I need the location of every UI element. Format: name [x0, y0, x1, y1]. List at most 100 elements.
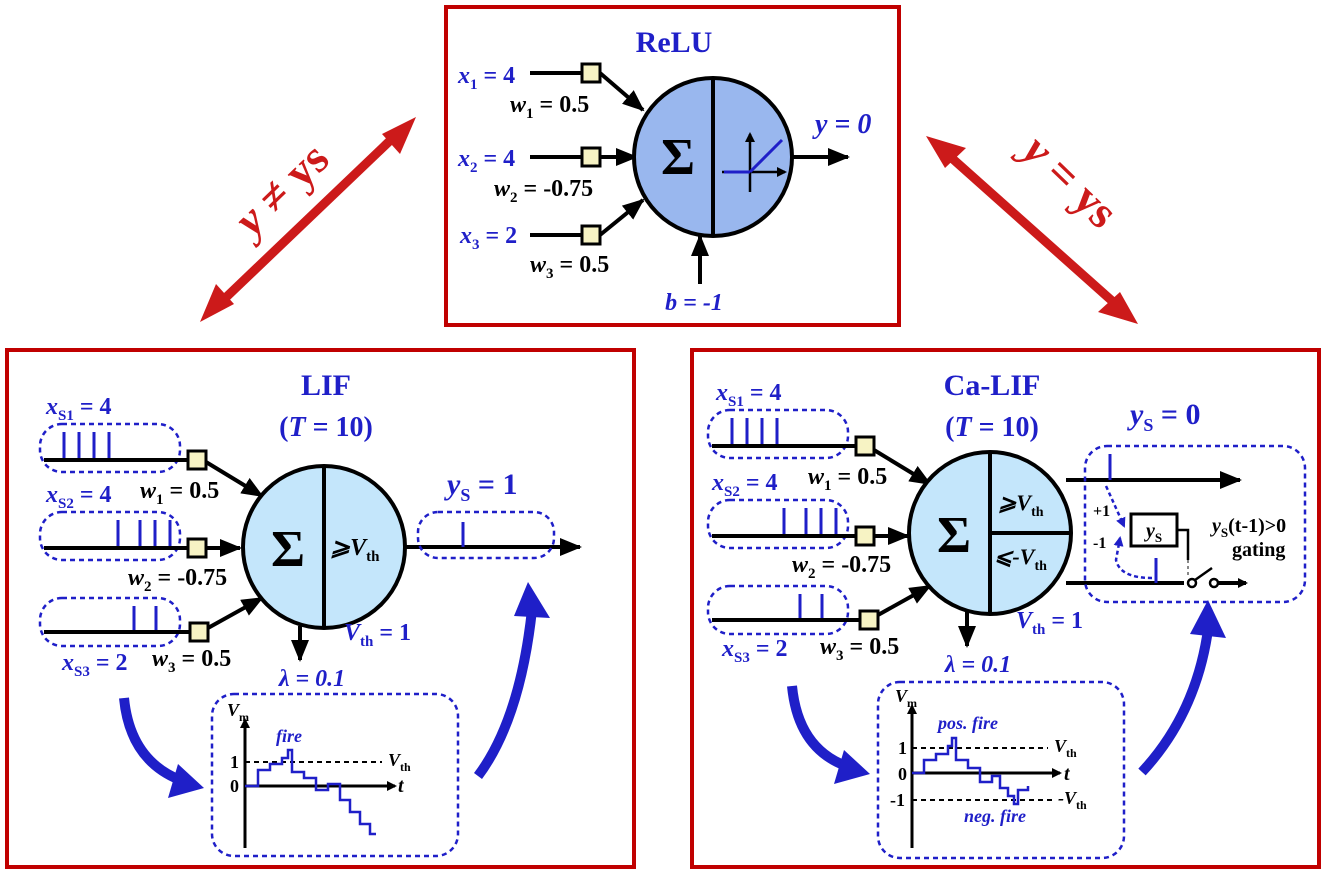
lif-spikes-3 [132, 606, 158, 632]
calif-xs3-label: xS3 = 2 [721, 636, 788, 666]
calif-xs1-label: xS1 = 4 [715, 380, 782, 410]
lif-w2-box [186, 537, 208, 559]
calif-state-box-label: yS [1144, 520, 1162, 545]
lif-plot-ylabel: Vm [227, 700, 249, 724]
lif-title: LIF [301, 369, 351, 402]
calif-spikes-2 [782, 508, 838, 536]
calif-gate-switch [1186, 566, 1220, 589]
calif-spikes-3 [798, 594, 824, 620]
relu-w1-box [580, 62, 602, 84]
lif-sigma-symbol: Σ [271, 521, 305, 578]
relu-w1-label: w1 = 0.5 [510, 92, 589, 122]
lif-spike-train-1 [38, 422, 182, 474]
calif-w2-box [854, 525, 876, 547]
lif-membrane-trace [245, 748, 376, 836]
calif-curved-arrow-out [1138, 629, 1213, 776]
relu-panel: ReLU x1 = 4 w1 = 0.5 x2 = 4 w2 = -0.75 x… [444, 5, 901, 327]
lif-plot-xlabel: t [398, 775, 405, 797]
calif-curved-arrow-in-head [834, 750, 870, 784]
calif-gating-box [1083, 444, 1307, 604]
relu-input-3: x3 = 2 w3 = 0.5 [459, 198, 645, 282]
relu-bias-label: b = -1 [665, 290, 723, 316]
right-link-arrow: y = ys [926, 121, 1138, 324]
relu-x1-label: x1 = 4 [457, 63, 515, 93]
lif-panel: LIF (T = 10) xS1 = 4 w1 = 0.5 xS2 = 4 w2… [5, 348, 636, 869]
relu-title: ReLU [636, 26, 713, 59]
calif-neg-threshold-label: ⩽-Vth [994, 544, 1047, 574]
calif-curved-arrow-out-head [1190, 600, 1226, 638]
calif-output-label: yS = 0 [1127, 398, 1200, 435]
relu-w3-label: w3 = 0.5 [530, 252, 609, 282]
lif-w3-box [188, 621, 210, 643]
calif-xs2-label: xS2 = 4 [711, 470, 778, 500]
lif-curved-arrow-in-head [168, 764, 204, 798]
lif-output-spike-box [416, 510, 556, 560]
relu-input-2: x2 = 4 w2 = -0.75 [457, 146, 638, 206]
calif-plot-xlabel: t [1064, 763, 1071, 785]
lif-spike-train-3 [38, 596, 182, 648]
lif-spikes-1 [62, 432, 111, 460]
lif-w1-arrow [204, 460, 264, 498]
calif-w3-label: w3 = 0.5 [820, 634, 899, 664]
calif-feedback-plus-arrow [1104, 485, 1126, 528]
lif-spike-train-2 [38, 510, 182, 562]
lif-curved-arrow-out-head [514, 582, 550, 618]
calif-pos-threshold-label: ⩾Vth [998, 490, 1044, 520]
calif-spikes-1 [730, 418, 779, 446]
relu-w2-box [580, 146, 602, 168]
lif-xs2-label: xS2 = 4 [45, 482, 112, 512]
calif-lambda-label: λ = 0.1 [944, 652, 1011, 678]
relu-w3-box [580, 224, 602, 246]
left-link-arrow: y ≠ ys [200, 117, 416, 322]
lif-xs1-label: xS1 = 4 [45, 394, 112, 424]
relu-activation-icon [722, 132, 787, 192]
lif-subtitle: (T = 10) [279, 412, 373, 443]
calif-spike-train-3 [706, 584, 850, 636]
lif-plot-fire-label: fire [276, 726, 302, 746]
lif-w3-label: w3 = 0.5 [152, 646, 231, 676]
calif-subtitle: (T = 10) [945, 412, 1039, 443]
calif-state-connector [1177, 528, 1190, 560]
lif-plot-vth-label: Vth [388, 750, 411, 774]
calif-spike-train-1 [706, 408, 850, 460]
calif-feedback-minus-arrow [1113, 536, 1153, 580]
calif-plot-vth-label: Vth [1054, 736, 1077, 760]
lif-xs3-label: xS3 = 2 [61, 650, 128, 680]
calif-membrane-plot-box [876, 680, 1126, 860]
calif-plot-neg-fire-label: neg. fire [964, 806, 1026, 826]
calif-plot-neg-vth-label: -Vth [1058, 788, 1087, 812]
calif-w1-label: w1 = 0.5 [808, 464, 887, 494]
calif-curved-arrow-in [787, 685, 848, 771]
calif-minus-one-label: -1 [1093, 535, 1106, 552]
relu-x2-label: x2 = 4 [457, 146, 515, 176]
lif-w3-arrow [207, 596, 264, 630]
lif-w1-box [186, 449, 208, 471]
calif-panel: Ca-LIF (T = 10) xS1 = 4 w1 = 0.5 xS2 = 4… [690, 348, 1321, 869]
calif-w1-arrow [872, 448, 932, 486]
relu-input-1: x1 = 4 w1 = 0.5 [457, 62, 645, 122]
lif-membrane-plot-box [210, 692, 460, 858]
relu-w3-arrow [598, 198, 645, 237]
lif-curved-arrow-out [473, 609, 537, 779]
lif-threshold-label: ⩾Vth [330, 535, 380, 565]
lif-lambda-label: λ = 0.1 [278, 666, 345, 692]
calif-plot-zero-tick: 0 [898, 764, 907, 784]
calif-plus-one-label: +1 [1093, 503, 1110, 520]
lif-w1-label: w1 = 0.5 [140, 478, 219, 508]
lif-output-label: yS = 1 [444, 468, 517, 505]
calif-vth-label: Vth = 1 [1016, 608, 1083, 638]
lif-curved-arrow-in [119, 697, 182, 785]
calif-w3-box [858, 609, 880, 631]
calif-gating-word: gating [1232, 539, 1285, 561]
relu-sigma-symbol: Σ [661, 129, 695, 186]
calif-plot-one-tick: 1 [898, 738, 907, 758]
calif-gating-condition: yS(t-1)>0 [1210, 515, 1286, 540]
calif-plot-pos-fire-label: pos. fire [936, 713, 998, 733]
relu-w2-label: w2 = -0.75 [494, 176, 593, 206]
lif-vth-label: Vth = 1 [344, 620, 411, 650]
relu-w1-arrow [598, 71, 645, 112]
calif-plot-ylabel: Vm [895, 686, 917, 710]
calif-plot-minus-one-tick: -1 [890, 790, 905, 810]
left-link-label: y ≠ ys [221, 132, 339, 248]
